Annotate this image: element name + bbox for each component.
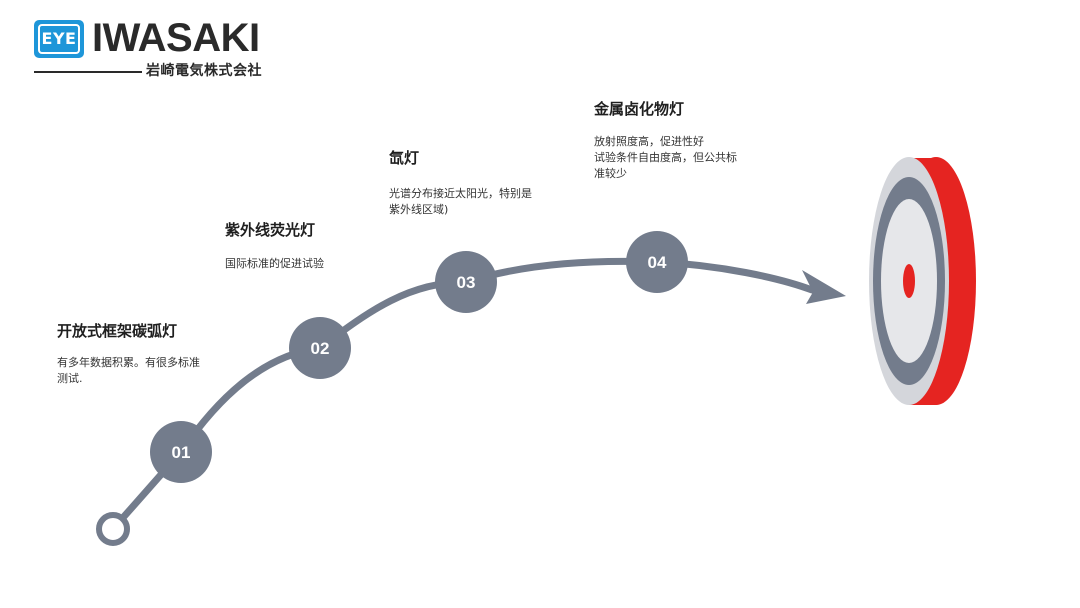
step-node-04: 04 (626, 231, 688, 293)
step-desc-04: 放射照度高，促进性好 试验条件自由度高，但公共标 准较少 (594, 135, 737, 180)
company-logo: EYE IWASAKI 岩崎電気株式会社 (32, 14, 282, 80)
step-title-04: 金属卤化物灯 (594, 100, 685, 118)
step-node-03: 03 (435, 251, 497, 313)
step-desc-03: 光谱分布接近太阳光，特别是 紫外线区域) (389, 187, 532, 216)
brand-subtitle: 岩崎電気株式会社 (146, 63, 262, 79)
brand-divider (34, 71, 142, 73)
brand-name: IWASAKI (92, 16, 260, 60)
step-node-number: 04 (648, 253, 667, 272)
target-icon (869, 157, 976, 405)
step-node-number: 02 (311, 339, 330, 358)
step-node-01: 01 (150, 421, 212, 483)
timeline-arrowhead (802, 270, 846, 304)
step-node-number: 01 (172, 443, 191, 462)
step-desc-01: 有多年数据积累。有很多标准 测试. (57, 356, 200, 385)
step-title-03: 氙灯 (389, 149, 420, 167)
timeline-start-ring (96, 512, 130, 546)
eye-badge-frame (38, 24, 80, 54)
eye-badge-text: EYE (41, 29, 77, 48)
step-node-02: 02 (289, 317, 351, 379)
step-desc-02: 国际标准的促进试验 (225, 257, 324, 270)
step-title-01: 开放式框架碳弧灯 (57, 322, 178, 340)
step-node-number: 03 (457, 273, 476, 292)
step-title-02: 紫外线荧光灯 (225, 221, 316, 239)
eye-logo-badge: EYE (34, 20, 84, 58)
